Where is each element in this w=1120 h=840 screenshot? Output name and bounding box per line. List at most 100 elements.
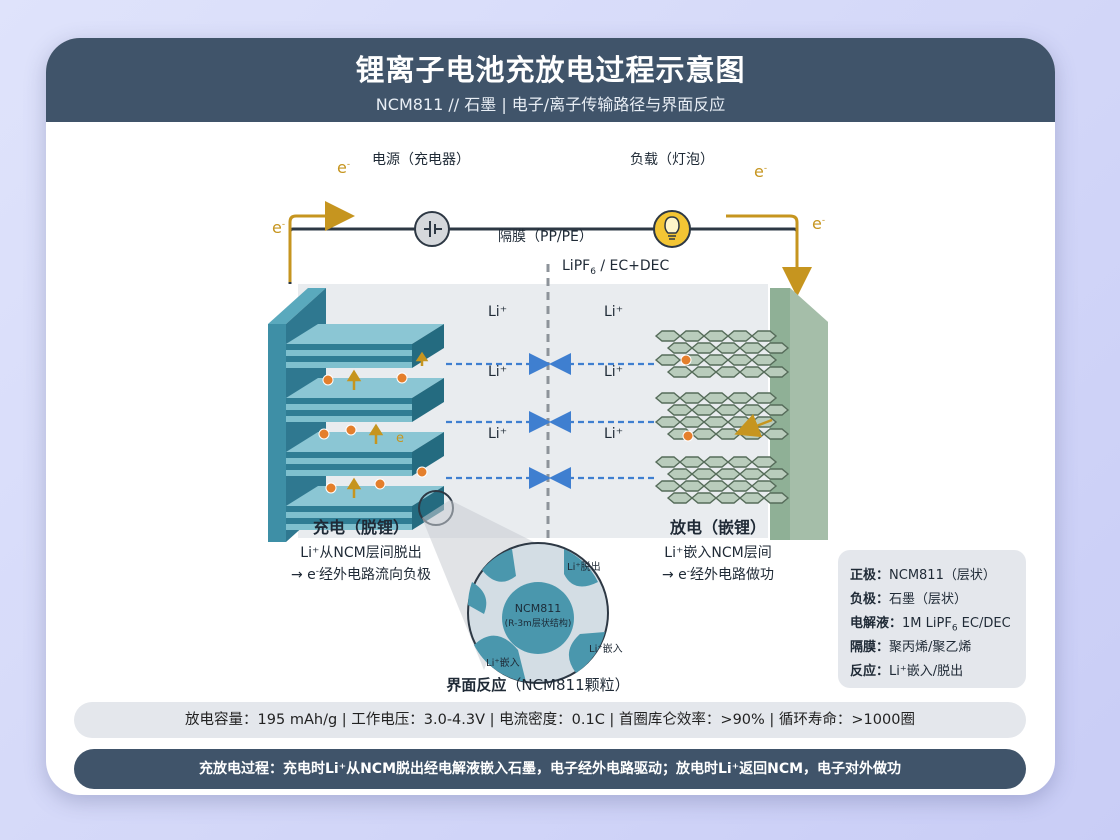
electron-label: e- [337,158,351,177]
graphite-hexagon [714,492,742,504]
graphite-hexagon [654,392,682,404]
graphite-hexagon [666,342,694,354]
graphite-hexagon [666,492,694,504]
legend-anode: 负极：石墨（层状） [850,592,968,607]
graphite-hexagon [714,428,742,440]
material-legend: 正极：NCM811（层状） 负极：石墨（层状） 电解液：1M LiPF6 EC/… [838,550,1026,688]
cathode-current-collector-front [268,324,286,542]
battery-diagram: e [268,201,828,684]
graphite-hexagon [726,480,754,492]
graphite-hexagon [678,416,706,428]
li-ion-label: Li⁺ [604,364,624,380]
graphite-hexagon [726,330,754,342]
separator-label: 隔膜（PP/PE） [498,229,593,245]
li-ion-label: Li⁺ [488,426,508,442]
graphite-hexagon [678,392,706,404]
electron-label: e- [272,218,286,237]
graphite-hexagon [762,468,790,480]
graphite-hexagon [654,354,682,366]
graphite-hexagon [678,480,706,492]
charge-line-2: → e-经外电路流向负极 [290,566,432,583]
graphite-hexagon [654,330,682,342]
li-ion-label: Li⁺ [488,364,508,380]
charge-line-1: Li⁺从NCM层间脱出 [300,545,422,561]
li-ion-migration-arrows [446,353,654,489]
graphite-hexagon [738,342,766,354]
power-source-label: 电源（充电器） [372,152,470,168]
graphite-hexagon [666,366,694,378]
graphite-hexagon [654,480,682,492]
header-banner: 锂离子电池充放电过程示意图 NCM811 // 石墨 | 电子/离子传输路径与界… [46,38,1055,122]
electron-flow-arrows [288,201,812,297]
li-ion-label: Li⁺ [604,426,624,442]
graphite-hexagon [654,416,682,428]
cathode-electron-mark: e [396,431,404,446]
graphite-hexagon [666,404,694,416]
performance-stats-bar: 放电容量：195 mAh/g | 工作电压：3.0-4.3V | 电流密度：0.… [74,702,1026,738]
graphite-hexagon [726,392,754,404]
discharge-title: 放电（嵌锂） [669,518,766,537]
graphite-hexagon [762,366,790,378]
cathode-deintercalation-arrows [346,351,429,498]
graphite-hexagon [726,456,754,468]
li-in-label-left: Li⁺嵌入 [486,658,520,669]
graphite-hexagon [690,428,718,440]
ncm-core-label: NCM811 (R-3m层状结构) [504,602,572,629]
process-summary-bar: 充放电过程：充电时Li⁺从NCM脱出经电解液嵌入石墨，电子经外电路驱动；放电时L… [74,749,1026,789]
diagram-card: 锂离子电池充放电过程示意图 NCM811 // 石墨 | 电子/离子传输路径与界… [46,38,1055,795]
li-ion-label: Li⁺ [604,304,624,320]
legend-cathode: 正极：NCM811（层状） [850,568,996,583]
graphite-anode-layers [654,330,790,504]
graphite-hexagon [702,456,730,468]
graphite-hexagon [738,468,766,480]
legend-reaction: 反应：Li⁺嵌入/脱出 [850,664,964,679]
legend-electrolyte: 电解液：1M LiPF6 EC/DEC [850,616,1011,634]
graphite-hexagon [762,404,790,416]
li-out-label: Li⁺脱出 [567,562,601,573]
load-label: 负载（灯泡） [630,152,714,168]
graphite-hexagon [666,468,694,480]
graphite-hexagon [750,354,778,366]
graphite-hexagon [714,468,742,480]
ncm-particle-grains [468,549,605,682]
anode-intercalation-arrow [734,413,773,438]
electron-label: e- [812,214,826,233]
graphite-hexagon [762,428,790,440]
graphite-hexagon [690,468,718,480]
graphite-hexagon [690,342,718,354]
graphite-hexagon [750,456,778,468]
anode-li-ions [680,354,694,442]
graphite-hexagon [702,354,730,366]
legend-separator: 隔膜：聚丙烯/聚乙烯 [850,640,972,655]
graphite-hexagon [738,366,766,378]
discharge-line-2: → e-经外电路做功 [661,566,775,583]
page-title: 锂离子电池充放电过程示意图 [355,53,746,87]
battery-charger-icon [414,211,450,247]
graphite-hexagon [714,342,742,354]
graphite-hexagon [702,392,730,404]
graphite-hexagon [702,416,730,428]
li-in-label-right: Li⁺嵌入 [589,644,623,655]
graphite-hexagon [738,492,766,504]
graphite-hexagon [678,330,706,342]
cathode-current-collector [268,288,326,324]
graphite-hexagon [690,366,718,378]
discharge-line-1: Li⁺嵌入NCM层间 [664,545,772,561]
charge-description: 充电（脱锂） Li⁺从NCM层间脱出 → e-经外电路流向负极 [256,514,466,584]
light-bulb-icon [653,210,691,248]
charge-title: 充电（脱锂） [312,518,409,537]
graphite-hexagon [690,492,718,504]
graphite-hexagon [714,366,742,378]
graphite-hexagon [714,404,742,416]
graphite-hexagon [738,428,766,440]
page-subtitle: NCM811 // 石墨 | 电子/离子传输路径与界面反应 [375,95,726,114]
graphite-hexagon [702,480,730,492]
graphite-hexagon [726,354,754,366]
interface-caption: 界面反应（NCM811颗粒） [446,676,630,694]
discharge-description: 放电（嵌锂） Li⁺嵌入NCM层间 → e-经外电路做功 [618,514,818,584]
graphite-hexagon [762,492,790,504]
electron-label: e- [754,162,768,181]
graphite-hexagon [702,330,730,342]
graphite-hexagon [738,404,766,416]
electrolyte-label: LiPF6 / EC+DEC [562,258,670,277]
